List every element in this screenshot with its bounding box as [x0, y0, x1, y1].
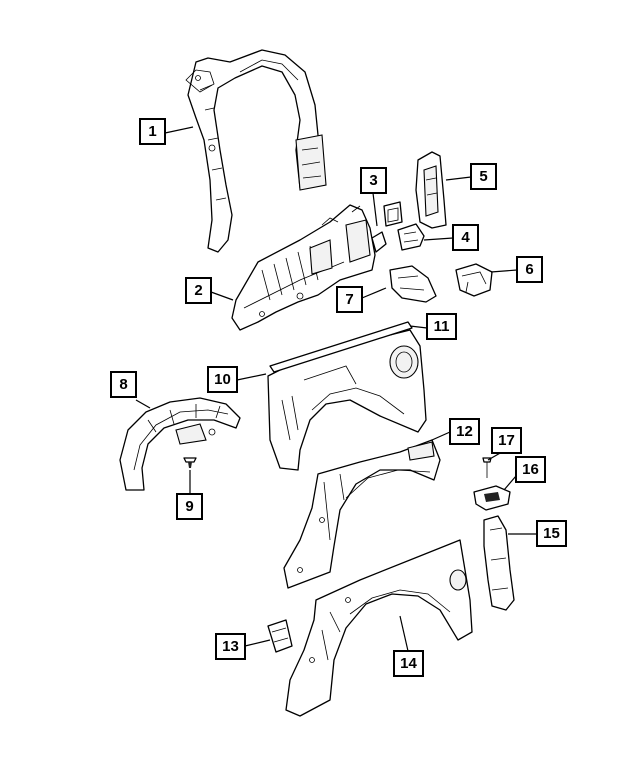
callout-label-1: 1 — [148, 123, 156, 140]
callout-15: 15 — [536, 520, 567, 547]
callout-label-13: 13 — [222, 638, 239, 655]
callout-label-6: 6 — [525, 261, 533, 278]
callout-label-7: 7 — [345, 291, 353, 308]
callout-12: 12 — [449, 418, 480, 445]
callout-16: 16 — [515, 456, 546, 483]
callout-label-3: 3 — [369, 172, 377, 189]
leader-1 — [164, 126, 194, 134]
callout-9: 9 — [176, 493, 203, 520]
part-1-pillar — [185, 49, 327, 253]
callout-label-12: 12 — [456, 423, 473, 440]
callout-5: 5 — [470, 163, 497, 190]
callout-label-2: 2 — [194, 282, 202, 299]
part-16-lamp-bracket — [473, 485, 511, 511]
leader-11 — [409, 325, 428, 329]
leader-13 — [244, 639, 271, 647]
part-14-outer-quarter-panel — [285, 539, 473, 717]
callout-label-17: 17 — [498, 432, 515, 449]
callout-label-10: 10 — [214, 371, 231, 388]
callout-3: 3 — [360, 167, 387, 194]
leader-16 — [503, 475, 517, 491]
callout-label-11: 11 — [434, 318, 450, 335]
leader-7 — [361, 287, 387, 299]
callout-label-8: 8 — [119, 376, 127, 393]
callout-7: 7 — [336, 286, 363, 313]
leader-lines — [135, 126, 537, 652]
callout-label-5: 5 — [479, 168, 487, 185]
part-10-inner-quarter — [267, 329, 427, 471]
callout-13: 13 — [215, 633, 246, 660]
part-6-bracket — [455, 263, 493, 297]
leader-12 — [431, 431, 451, 441]
part-2-inner-panel — [231, 204, 376, 331]
callout-label-4: 4 — [461, 229, 470, 246]
part-13-bracket — [267, 619, 293, 653]
part-9-push-pin — [183, 457, 197, 468]
part-4-bracket — [397, 223, 425, 251]
callout-10: 10 — [207, 366, 238, 393]
part-3-plate — [371, 201, 403, 253]
leader-6 — [490, 269, 518, 273]
part-11-seal-strip — [269, 321, 413, 373]
leader-3 — [372, 192, 378, 227]
leader-4 — [423, 237, 454, 241]
callout-4: 4 — [452, 224, 479, 251]
callout-label-16: 16 — [522, 461, 539, 478]
leader-2 — [210, 291, 234, 301]
part-7-bracket — [389, 265, 437, 303]
callout-2: 2 — [185, 277, 212, 304]
callout-11: 11 — [426, 313, 457, 340]
leader-5 — [445, 176, 472, 181]
callout-8: 8 — [110, 371, 137, 398]
callout-17: 17 — [491, 427, 522, 454]
part-15-lamp-pocket — [483, 515, 515, 611]
part-12-body-side-inner — [283, 439, 441, 589]
callout-label-15: 15 — [543, 525, 560, 542]
callout-1: 1 — [139, 118, 166, 145]
callout-label-9: 9 — [185, 498, 193, 515]
callout-label-14: 14 — [400, 655, 417, 672]
part-5-reinforcement — [415, 151, 447, 229]
leader-14 — [399, 615, 409, 652]
callout-6: 6 — [516, 256, 543, 283]
part-17-bolt — [482, 457, 492, 478]
leader-10 — [236, 373, 267, 381]
callout-14: 14 — [393, 650, 424, 677]
part-8-wheelhouse-liner — [119, 397, 241, 491]
leader-8 — [135, 399, 151, 409]
